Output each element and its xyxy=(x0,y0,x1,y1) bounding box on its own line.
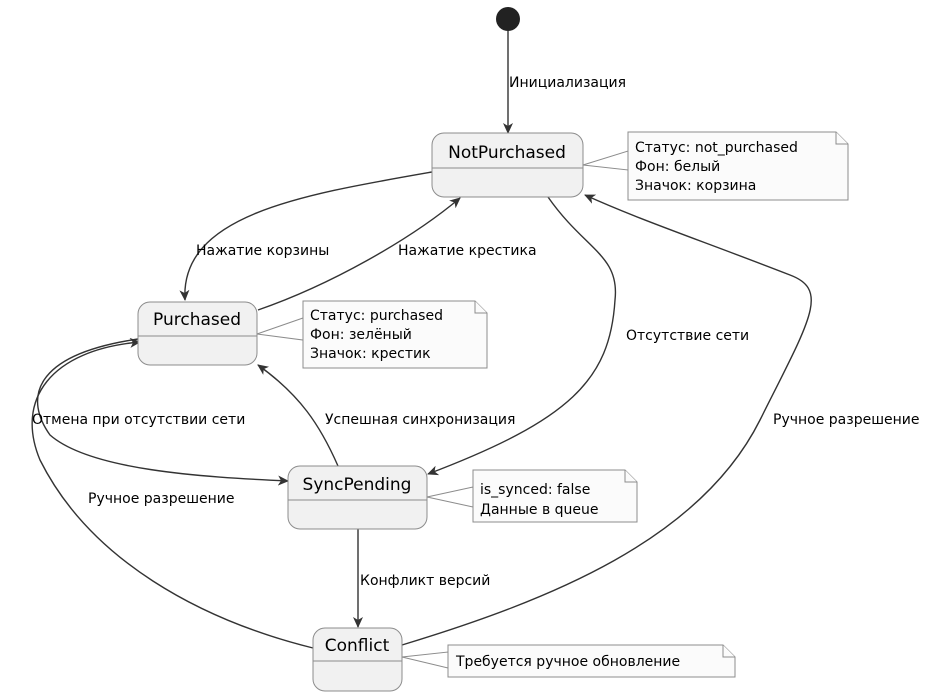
edge-manual-resolve-left xyxy=(31,337,314,649)
state-sync-pending-title: SyncPending xyxy=(303,475,412,495)
note-not-purchased-line-1: Статус: not_purchased xyxy=(635,140,798,156)
note-sync-pending-line-1: is_synced: false xyxy=(480,482,590,498)
state-purchased-title: Purchased xyxy=(153,310,241,330)
label-version-conflict: Конфликт версий xyxy=(360,573,490,589)
state-not-purchased: NotPurchased xyxy=(431,132,584,198)
state-sync-pending: SyncPending xyxy=(287,465,428,530)
label-manual-resolve-right: Ручное разрешение xyxy=(773,412,919,428)
note-purchased-line-2: Фон: зелёный xyxy=(310,327,412,343)
note-not-purchased-line-3: Значок: корзина xyxy=(635,178,756,194)
label-init: Инициализация xyxy=(509,75,626,91)
state-conflict-title: Conflict xyxy=(325,636,390,656)
label-sync-success: Успешная синхронизация xyxy=(325,412,515,428)
label-manual-resolve-left: Ручное разрешение xyxy=(88,491,234,507)
note-purchased-line-1: Статус: purchased xyxy=(310,308,443,324)
note-conflict-line-1: Требуется ручное обновление xyxy=(455,654,680,670)
note-sync-pending-line-2: Данные в queue xyxy=(480,502,599,518)
note-not-purchased-line-2: Фон: белый xyxy=(635,159,720,175)
note-not-purchased: Статус: not_purchased Фон: белый Значок:… xyxy=(582,131,849,201)
edge-manual-resolve-right xyxy=(401,194,812,646)
label-cart-press: Нажатие корзины xyxy=(196,243,329,259)
note-purchased-line-3: Значок: крестик xyxy=(310,346,431,362)
label-cross-press: Нажатие крестика xyxy=(398,243,537,259)
state-purchased: Purchased xyxy=(137,301,258,366)
edge-cross-press xyxy=(257,197,461,311)
state-conflict: Conflict xyxy=(312,627,403,692)
label-no-network: Отсутствие сети xyxy=(626,328,749,344)
state-not-purchased-title: NotPurchased xyxy=(448,143,566,163)
start-node xyxy=(496,7,520,31)
edge-cart-press xyxy=(179,171,433,301)
edge-no-network xyxy=(427,196,617,476)
note-conflict: Требуется ручное обновление xyxy=(401,644,736,678)
note-sync-pending: is_synced: false Данные в queue xyxy=(426,469,638,523)
note-purchased: Статус: purchased Фон: зелёный Значок: к… xyxy=(256,300,488,369)
edge-cancel-offline xyxy=(37,338,289,486)
edge-sync-success xyxy=(257,364,339,467)
label-cancel-offline: Отмена при отсутствии сети xyxy=(32,412,245,428)
